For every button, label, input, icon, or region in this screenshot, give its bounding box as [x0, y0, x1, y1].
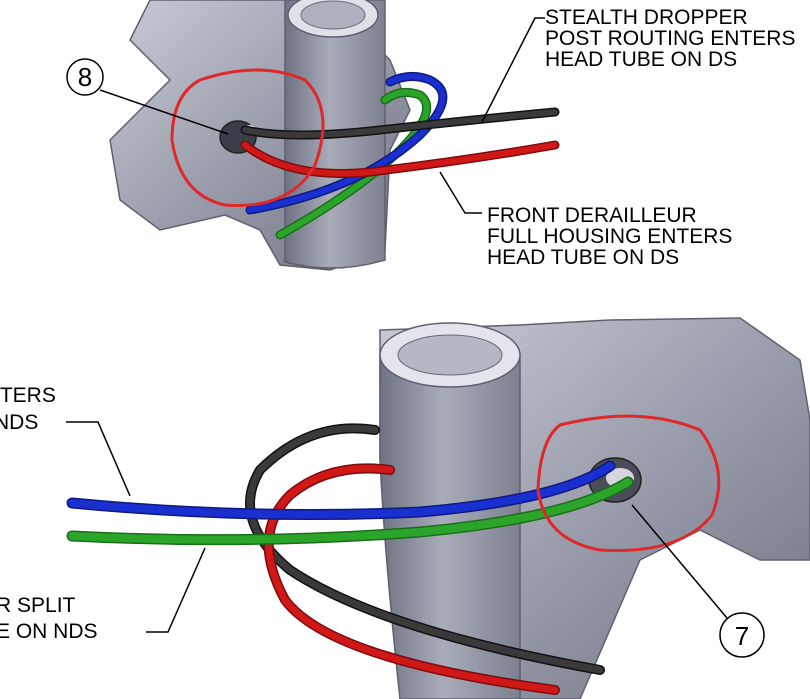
front-derailleur-label-line-3: HEAD TUBE ON DS — [487, 246, 679, 269]
highlight-circle-top — [170, 68, 325, 207]
front-derailleur-label: FRONT DERAILLEUR FULL HOUSING ENTERS HEA… — [487, 204, 738, 269]
callout-7-circle — [719, 612, 765, 658]
callout-8-leader — [99, 89, 229, 135]
front-derailleur-label-line-1: FRONT DERAILLEUR — [487, 204, 697, 227]
dropper-label-line-3: HEAD TUBE ON DS — [545, 48, 737, 71]
dropper-label: STEALTH DROPPER POST ROUTING ENTERS HEAD… — [545, 6, 801, 71]
upper-left-label-line-1: ITERS — [0, 384, 56, 407]
upper-left-label-line-2: NDS — [0, 411, 38, 434]
dropper-leader — [481, 17, 545, 123]
front-derailleur-label-line-2: FULL HOUSING ENTERS — [487, 225, 732, 248]
dropper-label-line-1: STEALTH DROPPER — [545, 6, 748, 29]
bottom-view: 7 ITERS NDS R SPLIT E ON NDS — [0, 317, 810, 699]
callout-8-number: 8 — [78, 62, 92, 92]
highlight-circle-bottom — [536, 414, 721, 553]
lower-left-leader — [146, 547, 206, 633]
callout-8: 8 — [66, 58, 229, 135]
lower-left-label: R SPLIT E ON NDS — [0, 594, 98, 643]
callout-7-leader — [631, 504, 728, 619]
front-derailleur-leader — [439, 171, 482, 214]
dropper-label-line-2: POST ROUTING ENTERS — [545, 27, 795, 50]
upper-left-label: ITERS NDS — [0, 384, 62, 434]
lower-left-label-line-2: E ON NDS — [0, 620, 98, 643]
upper-left-leader — [66, 421, 131, 497]
lower-left-label-line-1: R SPLIT — [0, 594, 76, 617]
callout-8-circle — [66, 58, 104, 96]
callout-7-number: 7 — [735, 621, 749, 651]
top-view: 8 STEALTH DROPPER POST ROUTING ENTERS HE… — [66, 0, 801, 271]
callout-7: 7 — [631, 504, 765, 658]
